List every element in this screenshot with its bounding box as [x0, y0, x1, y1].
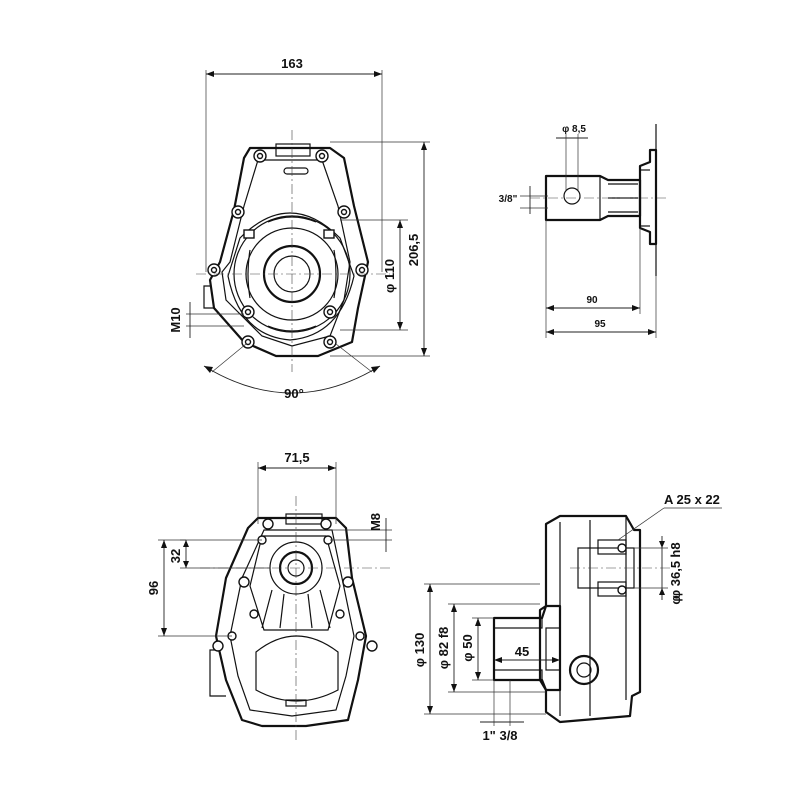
rear-view-inner-outline	[229, 529, 355, 717]
dim-front-width: 163	[281, 56, 303, 71]
dim-rear-h96: 96	[146, 581, 161, 595]
dim-sec-d50: φ 50	[460, 634, 475, 661]
front-view-body	[208, 146, 370, 358]
rear-view-top-boss	[285, 513, 323, 525]
rear-view: 71,5 M8 32 96	[146, 450, 392, 740]
shaft-view: φ 8,5 3/8" 90 95	[499, 124, 668, 338]
section-view-seal-ball	[617, 543, 627, 553]
dim-sec-d130: φ 130	[412, 633, 427, 668]
dim-front-thread: M10	[168, 307, 183, 332]
dim-shaft-len-95: 95	[594, 319, 606, 330]
rear-view-bolt-holes	[212, 518, 378, 652]
section-view-spigot-wall	[493, 617, 543, 629]
front-view-kidney-slot	[247, 249, 251, 299]
dim-sec-l45: 45	[515, 644, 529, 659]
section-view-seal-ball	[617, 585, 627, 595]
dim-rear-thread: M8	[368, 513, 383, 531]
dim-front-bore: φ 110	[382, 259, 397, 293]
section-view-port	[568, 654, 600, 686]
dim-sec-h8: h8	[668, 542, 683, 557]
dim-sec-key: A 25 x 22	[664, 492, 720, 507]
dim-sec-d82: φ 82 f8	[436, 627, 451, 670]
dim-shaft-thread: 3/8"	[499, 194, 518, 205]
front-view-foot	[203, 285, 214, 309]
dim-front-angle-arc	[203, 365, 381, 394]
front-view-bolt-holes	[207, 149, 369, 349]
front-view-slot	[283, 167, 309, 175]
rear-view-lower-port	[255, 635, 339, 702]
dim-sec-port: 1" 3/8	[482, 728, 517, 743]
dim-front-height: 206,5	[406, 234, 421, 267]
dim-rear-h32: 32	[168, 549, 183, 563]
dim-sec-d-sym: φ	[668, 595, 683, 604]
rear-view-foot	[209, 649, 226, 697]
dim-shaft-len-90: 90	[586, 295, 598, 306]
front-view-top-boss	[275, 143, 311, 157]
front-view: 163 206,5 φ 110 M10 90°	[168, 56, 430, 401]
shaft-view-cross-hole	[563, 187, 581, 205]
dim-sec-d365: φ 36,5	[668, 561, 683, 599]
rear-view-body	[214, 516, 368, 728]
dim-rear-width: 71,5	[284, 450, 309, 465]
section-view-spigot-wall	[493, 669, 543, 681]
section-view-housing	[538, 514, 642, 724]
dim-front-angle: 90°	[284, 386, 304, 401]
front-view-flange	[227, 212, 355, 341]
dim-shaft-dia: φ 8,5	[562, 124, 586, 135]
section-view: A 25 x 22 h8 φ 36,5 φ φ 130 φ 82 f8 φ 50…	[412, 492, 722, 743]
shaft-view-flange	[638, 148, 658, 246]
